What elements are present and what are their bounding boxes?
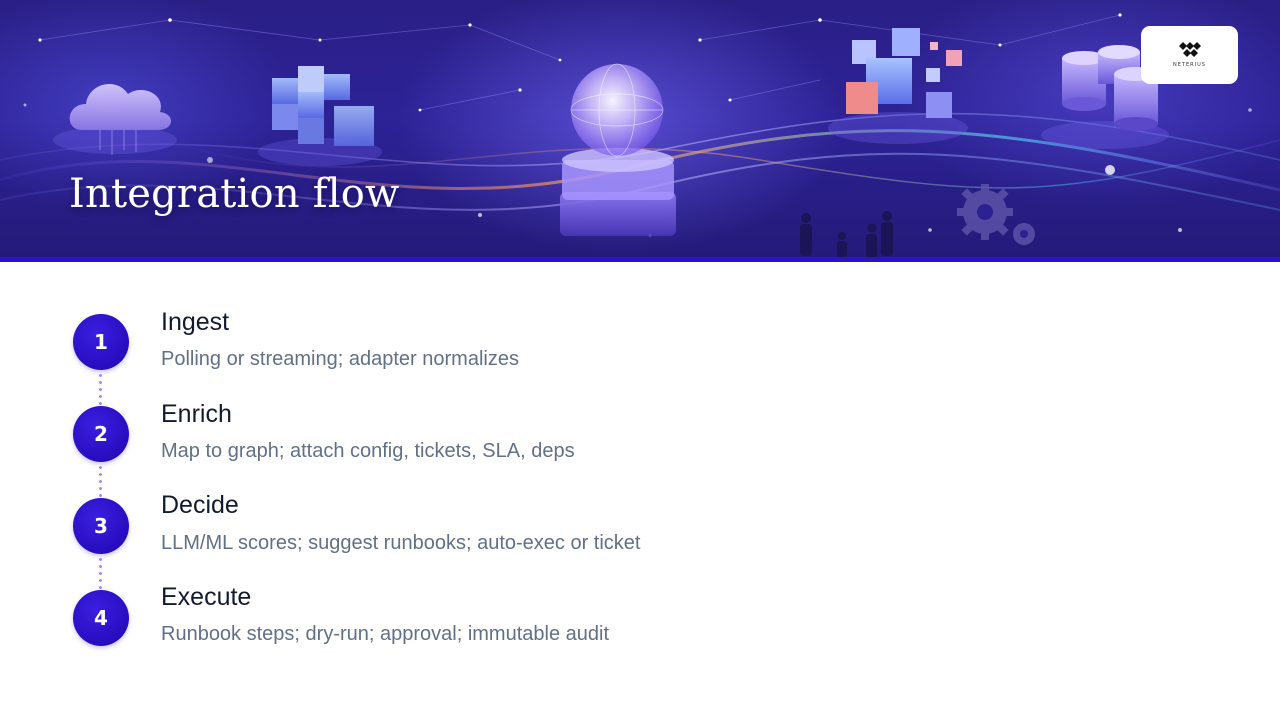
brand-logo-icon xyxy=(1178,42,1201,57)
database-icon xyxy=(1041,45,1169,149)
banner-illustration xyxy=(0,13,1280,258)
brand-logo-text: NETERIUS xyxy=(1173,62,1206,68)
step-1-description: Polling or streaming; adapter normalizes xyxy=(161,348,519,370)
step-1-title: Ingest xyxy=(161,308,230,336)
page-title: Integration flow xyxy=(69,171,400,217)
step-3-description: LLM/ML scores; suggest runbooks; auto-ex… xyxy=(161,532,641,554)
gear-icon xyxy=(957,184,1035,245)
step-4-title: Execute xyxy=(161,583,252,611)
step-4-number-badge: 4 xyxy=(73,590,129,646)
people-silhouettes xyxy=(800,211,893,258)
step-3-number-badge: 3 xyxy=(73,498,129,554)
banner-accent-bar xyxy=(0,257,1280,262)
step-connector xyxy=(99,556,102,590)
cube-cluster-icon xyxy=(258,66,382,166)
brand-logo: NETERIUS xyxy=(1141,26,1238,84)
step-2-description: Map to graph; attach config, tickets, SL… xyxy=(161,440,575,462)
cloud-icon xyxy=(53,83,177,155)
step-2-number-badge: 2 xyxy=(73,406,129,462)
step-2-title: Enrich xyxy=(161,400,232,428)
step-connector xyxy=(99,372,102,406)
step-4-description: Runbook steps; dry-run; approval; immuta… xyxy=(161,623,610,645)
step-1-number-badge: 1 xyxy=(73,314,129,370)
step-3-title: Decide xyxy=(161,491,239,519)
header-banner: Integration flow NETERIUS xyxy=(0,0,1280,262)
step-connector xyxy=(99,464,102,498)
floating-cubes-icon xyxy=(828,28,968,144)
data-orb-icon xyxy=(560,63,676,236)
